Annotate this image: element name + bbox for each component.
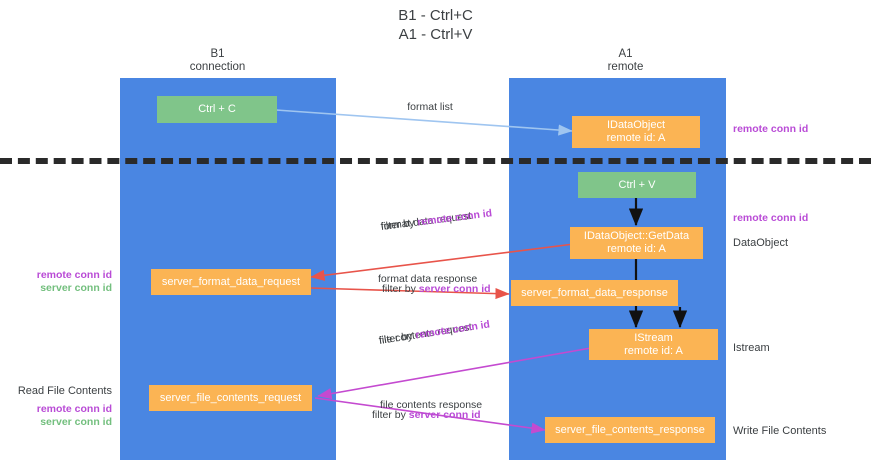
annotation-dataobject: DataObject [733,237,789,249]
page-title: B1 - Ctrl+C A1 - Ctrl+V [398,7,473,43]
label-filter-key-server-conn-id-2: server conn id [408,409,481,421]
label-filter-prefix: filter by [380,216,419,233]
node-server-file-contents-request[interactable]: server_file_contents_request [149,385,312,411]
node-ctrl-v[interactable]: Ctrl + V [578,172,696,198]
node-server-file-contents-response[interactable]: server_file_contents_response [545,417,715,443]
label-filter-key-remote-conn-id-2: remote conn id [414,318,491,342]
node-istream[interactable]: IStream remote id: A [589,329,718,360]
node-server-format-data-request[interactable]: server_format_data_request [151,269,311,295]
annotation-left-remote-conn-id-2: remote conn id [36,403,112,415]
label-group-file-contents-response: file contents response filter by server … [372,398,489,421]
label-filter-key-remote-conn-id: remote conn id [416,207,493,229]
phase-divider [0,158,871,164]
node-idataobject[interactable]: IDataObject remote id: A [572,116,700,148]
annotation-left-remote-conn-id: remote conn id [36,269,112,281]
label-file-contents-request-filter: filter by remote conn id [378,317,491,347]
label-filter-key-server-conn-id: server conn id [418,283,491,295]
annotation-istream: Istream [733,342,770,354]
label-format-data-response-filter: filter by server conn id [382,282,491,296]
label-group-format-data-response: format data response filter by server co… [378,272,491,295]
node-ctrl-c[interactable]: Ctrl + C [157,96,277,123]
label-filter-prefix-3: filter by [378,329,417,347]
annotation-left-server-conn-id-2: server conn id [40,416,112,428]
label-format-data-request-filter: filter by remote conn id [380,206,493,234]
label-file-contents-response: file contents response [380,399,483,411]
annotation-right-remote-conn-id-top: remote conn id [733,123,809,135]
label-filter-prefix-2: filter by [382,283,419,295]
label-format-list: format list [407,101,453,113]
annotation-read-file-contents: Read File Contents [17,385,112,397]
node-server-format-data-response[interactable]: server_format_data_response [511,280,678,306]
label-file-contents-response-filter: filter by server conn id [372,408,481,422]
column-header-a1: A1 remote [607,48,644,73]
node-idataobject-getdata[interactable]: IDataObject::GetData remote id: A [570,227,703,259]
column-header-b1: B1 connection [189,48,246,73]
label-filter-prefix-4: filter by [372,409,409,421]
annotation-write-file-contents: Write File Contents [733,425,827,437]
label-format-data-response: format data response [378,273,478,285]
label-group-format-data-request: format data request filter by remote con… [380,206,493,234]
annotation-left-server-conn-id: server conn id [40,282,112,294]
annotation-right-remote-conn-id-mid: remote conn id [733,212,809,224]
